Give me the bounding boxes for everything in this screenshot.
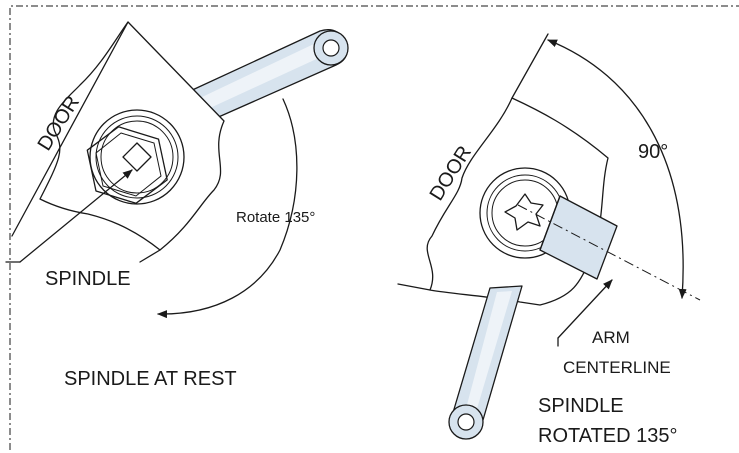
right-figure: DOOR 90° ARM CENTERLINE SPINDLE ROTATED …	[397, 33, 701, 447]
right-caption-line1: SPINDLE	[538, 395, 624, 417]
left-rotation-arrow	[157, 98, 298, 319]
arm-label-line1: ARM	[592, 328, 630, 347]
right-wrench-handle	[448, 285, 523, 440]
right-caption-line2: ROTATED 135°	[538, 425, 678, 447]
left-wrench-arm	[187, 29, 349, 120]
left-spindle-leader	[19, 169, 133, 263]
right-spindle-star	[504, 193, 544, 231]
left-figure: DOOR Rotate 135° SPINDLE SPINDLE AT REST	[5, 21, 349, 390]
left-hex-nut	[86, 126, 168, 204]
left-spindle-label: SPINDLE	[45, 268, 131, 290]
left-rotate-label: Rotate 135°	[236, 209, 315, 226]
right-angle-arrow	[547, 39, 687, 299]
arm-label-line2: CENTERLINE	[563, 358, 671, 377]
right-angle-label: 90°	[638, 141, 668, 163]
left-caption: SPINDLE AT REST	[64, 368, 237, 390]
left-spindle-hub-outer	[89, 109, 185, 205]
arm-centerline-leader	[557, 279, 613, 339]
page-border	[9, 5, 739, 450]
left-spindle-square	[122, 142, 152, 172]
